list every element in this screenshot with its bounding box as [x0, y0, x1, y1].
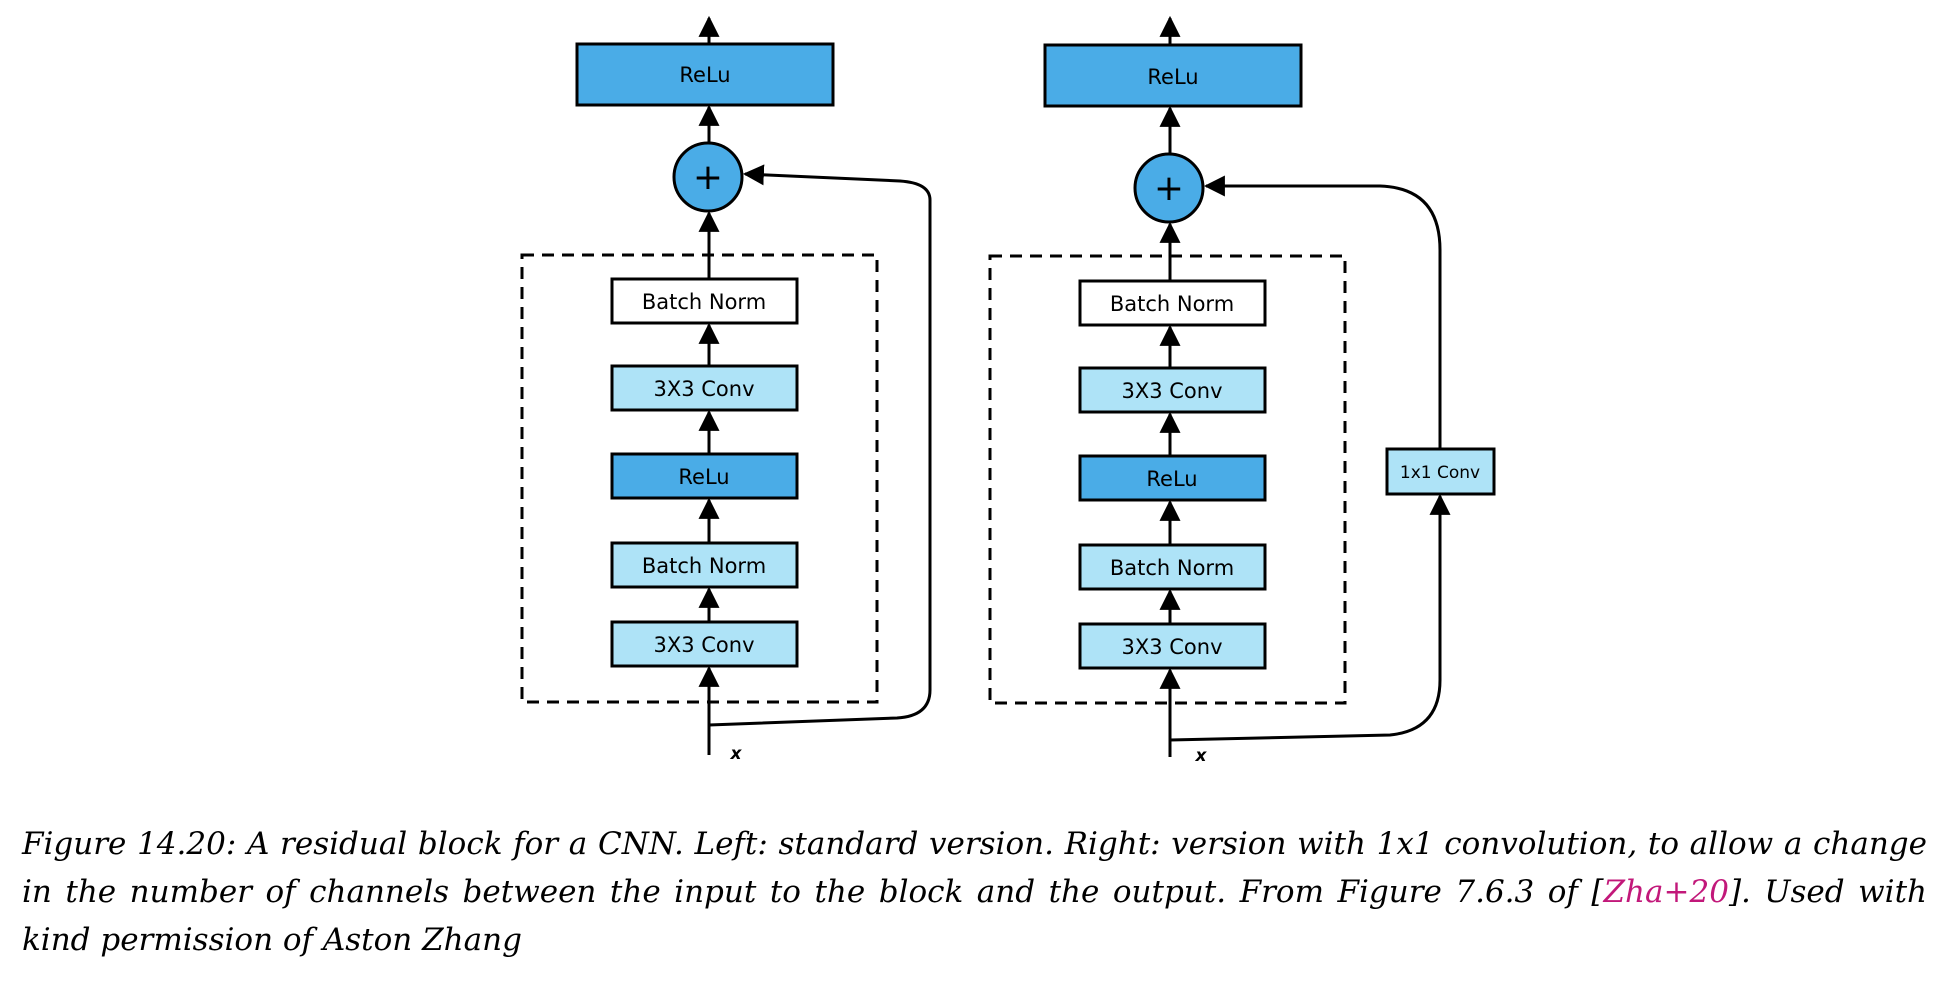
- left-plus-sign: +: [693, 157, 723, 198]
- citation-link[interactable]: Zha+20: [1603, 874, 1729, 910]
- right-batch-norm-top-box: Batch Norm: [1078, 279, 1267, 327]
- right-batch-norm-bottom-box: Batch Norm: [1078, 543, 1267, 591]
- right-skip-to-shortcut-conv: [1169, 493, 1451, 742]
- left-conv-top-label: 3X3 Conv: [653, 377, 754, 401]
- left-conv-bottom-box: 3X3 Conv: [610, 620, 799, 668]
- right-relu-inner-label: ReLu: [1146, 467, 1197, 491]
- right-conv-top-label: 3X3 Conv: [1121, 379, 1222, 403]
- right-input-label: x: [1195, 746, 1208, 766]
- figure-caption: Figure 14.20: A residual block for a CNN…: [22, 820, 1927, 964]
- left-relu-inner-box: ReLu: [610, 452, 799, 500]
- left-conv-top-box: 3X3 Conv: [610, 364, 799, 412]
- right-dashed-frame: [988, 254, 1347, 705]
- right-skip-from-shortcut-conv: [1203, 175, 1442, 449]
- right-shortcut-conv-label: 1x1 Conv: [1400, 463, 1480, 483]
- right-conv-bottom-box: 3X3 Conv: [1078, 622, 1267, 670]
- left-batch-norm-bottom-label: Batch Norm: [642, 554, 766, 578]
- right-output-relu-label: ReLu: [1147, 65, 1198, 89]
- left-batch-norm-bottom-box: Batch Norm: [610, 541, 799, 589]
- right-conv-top-box: 3X3 Conv: [1078, 366, 1267, 414]
- left-skip-connection: [708, 164, 932, 727]
- left-dashed-frame: [520, 253, 879, 704]
- right-output-relu-box: ReLu: [1043, 43, 1303, 108]
- left-batch-norm-top-box: Batch Norm: [610, 277, 799, 325]
- left-conv-bottom-label: 3X3 Conv: [653, 633, 754, 657]
- right-addition-node: +: [1133, 152, 1205, 224]
- left-output-relu-label: ReLu: [679, 63, 730, 87]
- right-shortcut-conv-box: 1x1 Conv: [1385, 447, 1496, 496]
- right-relu-inner-box: ReLu: [1078, 454, 1267, 502]
- left-output-relu-box: ReLu: [575, 42, 835, 107]
- right-plus-sign: +: [1154, 168, 1184, 209]
- left-input-label: x: [730, 744, 743, 764]
- caption-text-before-ref: Figure 14.20: A residual block for a CNN…: [22, 826, 1927, 910]
- left-batch-norm-top-label: Batch Norm: [642, 290, 766, 314]
- left-residual-block: ReLu + Batch Norm 3X3 Conv ReLu Batch No…: [520, 15, 932, 764]
- right-residual-block: ReLu + Batch Norm 3X3 Conv ReLu Batch No…: [988, 15, 1496, 766]
- right-batch-norm-bottom-label: Batch Norm: [1110, 556, 1234, 580]
- left-addition-node: +: [672, 141, 744, 213]
- right-batch-norm-top-label: Batch Norm: [1110, 292, 1234, 316]
- caption-text-after-ref: ]. Used with kind permission of Aston Zh…: [22, 874, 1927, 958]
- left-relu-inner-label: ReLu: [678, 465, 729, 489]
- right-conv-bottom-label: 3X3 Conv: [1121, 635, 1222, 659]
